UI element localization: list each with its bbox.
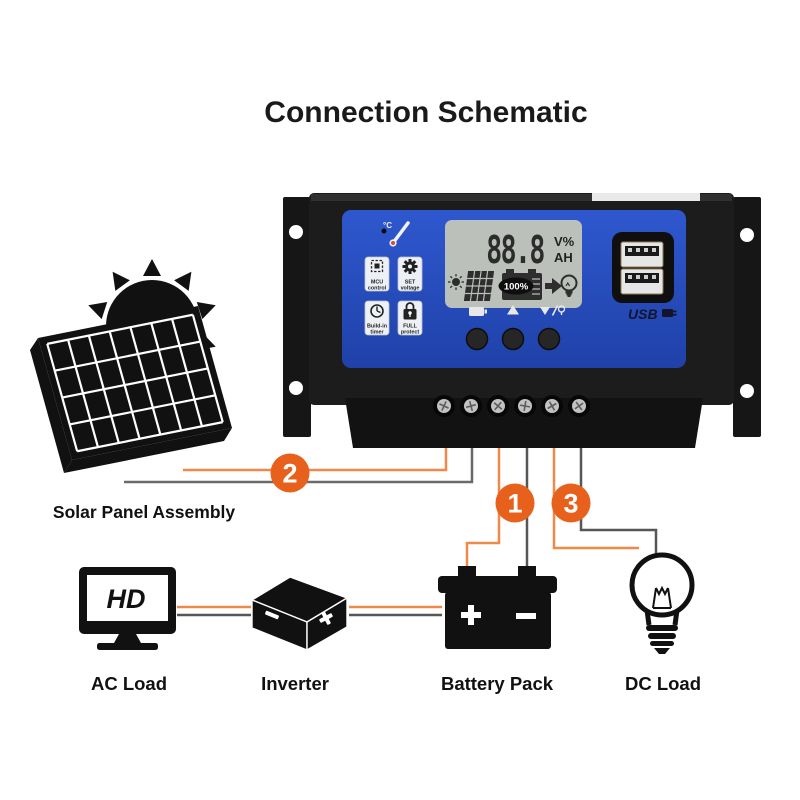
screw-hole-icon (740, 228, 754, 242)
usb-label: USB (628, 306, 658, 322)
function-button-timer: Build-in timer (364, 300, 390, 336)
inverter-icon (251, 576, 348, 651)
solar-panel-icon (463, 271, 495, 301)
mounting-flange-right (733, 197, 761, 437)
wiring (124, 446, 658, 617)
monitor-icon: HD (79, 567, 176, 650)
badge-number: 2 (282, 459, 297, 489)
usb-port-block (612, 232, 674, 303)
usb-logo: USB (628, 306, 677, 322)
inverter: Inverter (251, 576, 348, 694)
button-down (537, 327, 561, 351)
wire-load-positive (552, 446, 639, 550)
btn-label-line1: FULL (403, 324, 417, 330)
function-button-set-voltage: SET voltage (397, 256, 423, 292)
thermometer-icon: °C (383, 221, 410, 247)
battery-pack: Battery Pack (438, 566, 557, 694)
up-arrow-icon (507, 305, 519, 315)
charge-controller: °C MCU control SET voltage (283, 193, 761, 448)
sun-icon (448, 274, 464, 290)
badge-2: 2 (270, 453, 310, 493)
label-sticker (592, 193, 700, 201)
screw-hole-icon (289, 381, 303, 395)
ac-load: HD AC Load (79, 567, 176, 694)
function-button-protect: FULL protect (397, 300, 423, 336)
arrow-right-icon (545, 278, 562, 294)
btn-label-line1: SET (405, 280, 416, 286)
solar-panel-label: Solar Panel Assembly (53, 502, 235, 522)
clock-icon (370, 304, 384, 318)
lcd-unit-bottom: AH (554, 250, 573, 265)
btn-label-line2: voltage (401, 286, 420, 292)
battery-percent-label: 100% (504, 282, 529, 293)
bulb-icon (560, 274, 578, 297)
terminal-screw (568, 395, 590, 417)
usb-port-icon (620, 241, 664, 268)
wire-load-negative (579, 446, 658, 554)
terminal-screw (460, 395, 482, 417)
wire-solar-positive (183, 446, 448, 472)
terminal-screw (433, 395, 455, 417)
terminal-screws (433, 395, 590, 417)
button-select (465, 327, 489, 351)
mounting-flange-left (283, 197, 311, 437)
btn-label-line1: MCU (371, 280, 383, 286)
button-up (501, 327, 525, 351)
screw-hole-icon (740, 384, 754, 398)
badge-number: 3 (563, 489, 578, 519)
lock-icon (403, 302, 417, 320)
btn-label-line2: control (368, 286, 387, 292)
connection-badges: 2 1 3 (270, 453, 591, 523)
terminal-screw (541, 395, 563, 417)
badge-number: 1 (507, 489, 522, 519)
lightbulb-icon (629, 552, 695, 654)
badge-3: 3 (551, 483, 591, 523)
function-button-mcu: MCU control (364, 256, 390, 292)
battery-pack-label: Battery Pack (441, 673, 554, 694)
badge-1: 1 (495, 483, 535, 523)
solar-panel-assembly: Solar Panel Assembly (30, 259, 235, 522)
battery-icon: 100% (498, 269, 542, 300)
key-symbols (469, 305, 566, 316)
wire-solar-negative (124, 446, 474, 484)
terminal-screw (487, 395, 509, 417)
lcd-unit-top: V% (554, 234, 575, 249)
screw-hole-icon (289, 225, 303, 239)
monitor-screen-text: HD (107, 584, 146, 614)
gear-icon (402, 259, 418, 274)
temp-unit-label: °C (383, 221, 392, 230)
dc-load-label: DC Load (625, 673, 701, 694)
inverter-label: Inverter (261, 673, 329, 694)
chip-icon (370, 259, 384, 273)
indicator-led (381, 228, 387, 234)
ac-load-label: AC Load (91, 673, 167, 694)
btn-label-line2: timer (370, 330, 384, 336)
solar-panel-icon (30, 306, 232, 473)
down-arrow-bulb-icon (540, 305, 566, 316)
dc-load: DC Load (625, 552, 701, 694)
body-top-edge (311, 194, 732, 201)
usb-plug-icon (662, 309, 677, 317)
battery-key-icon (469, 307, 487, 316)
battery-icon (438, 566, 557, 649)
lcd-reading: 88.8 (486, 228, 544, 272)
btn-label-line1: Build-in (367, 324, 387, 330)
usb-port-icon (620, 268, 664, 295)
terminal-screw (514, 395, 536, 417)
page-title: Connection Schematic (264, 96, 587, 129)
btn-label-line2: protect (401, 330, 419, 336)
lcd-display: 88.8 V% AH (445, 220, 582, 308)
